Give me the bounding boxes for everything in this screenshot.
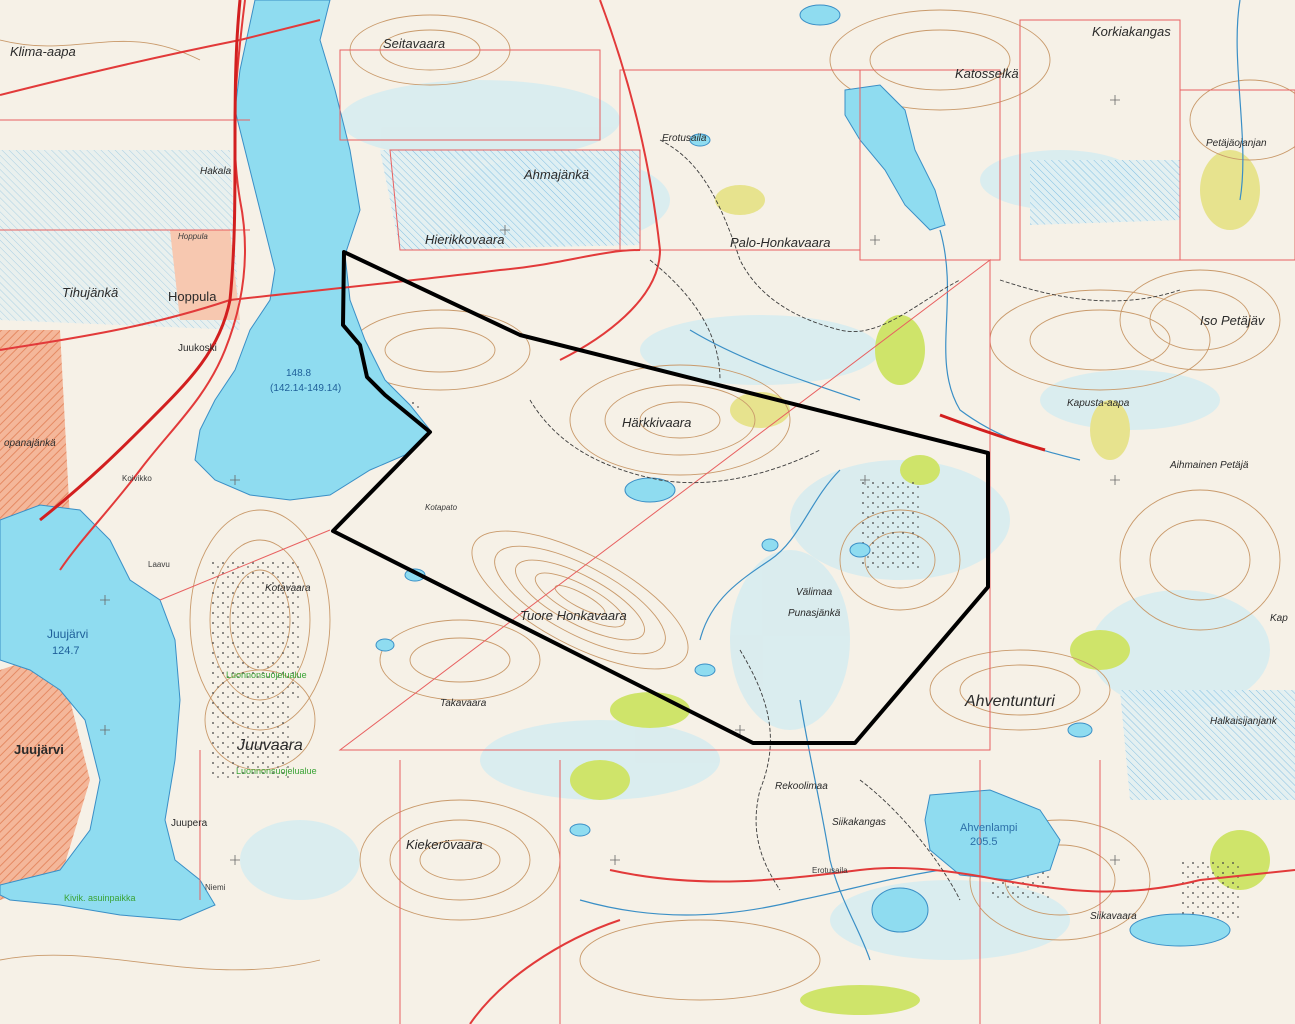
label-lake-reg: (142.14-149.14)	[270, 383, 342, 394]
label-kapusta-aapa: Kapusta-aapa	[1067, 398, 1130, 409]
label-laavu: Laavu	[148, 560, 170, 569]
lake-juujarvi	[0, 504, 216, 921]
label-punasjanka: Punasjänkä	[788, 608, 841, 619]
pond-5	[694, 663, 716, 677]
label-kotavaara: Kotavaara	[265, 583, 311, 594]
label-koivikko: Koivikko	[122, 474, 152, 483]
label-petajaojanjan: Petäjäojanjan	[1206, 138, 1267, 149]
label-niemi: Niemi	[205, 883, 226, 892]
label-tihujanka: Tihujänkä	[62, 285, 119, 300]
label-kotapato: Kotapato	[425, 503, 458, 512]
pond-erotusaila	[689, 133, 711, 147]
reservoir	[194, 0, 431, 501]
label-hoppula: Hoppula	[168, 289, 217, 304]
streams	[579, 0, 1244, 961]
pond-6	[569, 823, 591, 837]
pond-1	[624, 477, 676, 503]
label-klima-aapa: Klima-aapa	[10, 44, 76, 59]
label-hoppula-small: Hoppula	[178, 232, 208, 241]
fields	[0, 230, 240, 900]
label-kotavaara-reserve: Luonnonsuojelualue	[226, 670, 307, 680]
label-iso-petaja: Iso Petäjäv	[1200, 313, 1265, 328]
label-kiekerovaara: Kiekerövaara	[406, 837, 483, 852]
project-area-boundary	[331, 250, 990, 745]
label-ahmajanka: Ahmajänkä	[524, 167, 590, 182]
grid-marks	[100, 95, 1120, 865]
label-palo-honkavaara: Palo-Honkavaara	[730, 235, 831, 250]
label-siikakangas: Siikakangas	[832, 817, 886, 828]
label-aihmainen: Aihmainen Petäjä	[1170, 460, 1249, 471]
label-juukoski: Juukoski	[178, 343, 217, 354]
pond-top	[799, 4, 841, 26]
label-hierikkovaara: Hierikkovaara	[425, 232, 505, 247]
label-tuore-honkavaara: Tuore Honkavaara	[520, 608, 627, 623]
label-takavaara: Takavaara	[440, 698, 487, 709]
main-roads	[39, 0, 1046, 522]
label-hakala: Hakala	[200, 166, 232, 177]
label-juupera: Juupera	[171, 818, 208, 829]
label-rekoolimaa: Rekoolimaa	[775, 781, 828, 792]
label-katosselka: Katosselkä	[955, 66, 1019, 81]
label-ahvenlampi: Ahvenlampi	[960, 822, 1018, 834]
lake-sw	[1129, 913, 1231, 947]
label-harkkivaara: Härkkivaara	[622, 415, 692, 430]
pond-7	[1067, 722, 1093, 738]
label-juujarvi-lake: Juujärvi	[47, 627, 89, 641]
lake-yli-nelinaisa	[844, 84, 946, 231]
label-kivik-asuinpaikka: Kivik. asuinpaikka	[64, 893, 136, 903]
label-ahvenlampi-elev: 205.5	[970, 836, 998, 848]
label-siikavaara: Siikavaara	[1090, 911, 1137, 922]
label-juuvaara-reserve: Luonnonsuojelualue	[236, 766, 317, 776]
label-opanajanka: opanajänkä	[4, 438, 56, 449]
pond-4	[375, 638, 395, 652]
label-halkaisijanjank: Halkaisijanjank	[1210, 716, 1277, 727]
pond-3	[849, 542, 871, 558]
pond-2	[761, 538, 779, 552]
lake-ahvenlampi	[924, 789, 1061, 881]
label-erotusaila-top: Erotusaila	[662, 133, 707, 144]
label-seitavaara: Seitavaara	[383, 36, 446, 51]
label-ahventunturi: Ahventunturi	[965, 693, 1055, 710]
label-erotusaila-bottom: Erotusaila	[812, 866, 848, 875]
label-kap: Kap	[1270, 613, 1288, 624]
drained-bogs	[0, 150, 1295, 800]
lake-siikajarvi	[871, 887, 929, 933]
label-juujarvi-elev: 124.7	[52, 645, 80, 657]
label-korkiakangas: Korkiakangas	[1092, 24, 1171, 39]
label-juujarvi-village: Juujärvi	[14, 742, 64, 757]
label-lake-elev: 148.8	[286, 368, 312, 379]
tracks	[529, 139, 1181, 901]
label-juuvaara: Juuvaara	[237, 737, 303, 754]
property-boundaries	[0, 19, 1295, 1024]
label-valimaa: Välimaa	[796, 587, 833, 598]
